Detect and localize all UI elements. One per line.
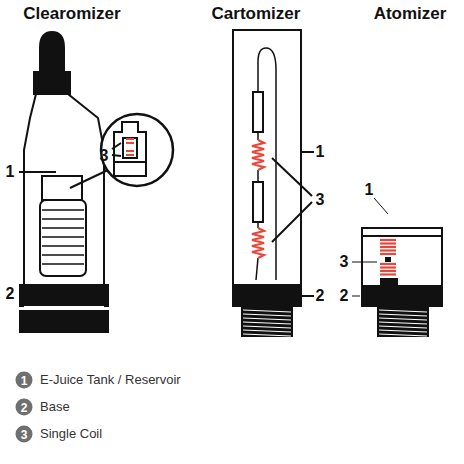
heading: Atomizer (374, 5, 447, 22)
callout-number: 2 (6, 286, 15, 302)
atomizer-drawing (352, 198, 442, 336)
callout-number: 3 (316, 192, 325, 208)
heading: Clearomizer (23, 5, 120, 22)
callout-number: 3 (100, 148, 109, 164)
heading: Cartomizer (212, 5, 301, 22)
clearomizer-drawing (19, 32, 173, 332)
callout-number: 3 (340, 254, 349, 270)
cartomizer-drawing (233, 30, 314, 336)
callout-number: 2 (316, 288, 325, 304)
legend-number: 3 (16, 426, 33, 443)
callout-number: 1 (365, 182, 374, 198)
legend-number: 1 (16, 372, 33, 389)
legend-text: Single Coil (40, 427, 102, 441)
legend-text: E-Juice Tank / Reservoir (40, 373, 181, 387)
legend-text: Base (40, 400, 70, 414)
callout-number: 1 (316, 144, 325, 160)
legend-number: 2 (16, 399, 33, 416)
callout-number: 2 (340, 288, 349, 304)
callout-number: 1 (6, 164, 15, 180)
